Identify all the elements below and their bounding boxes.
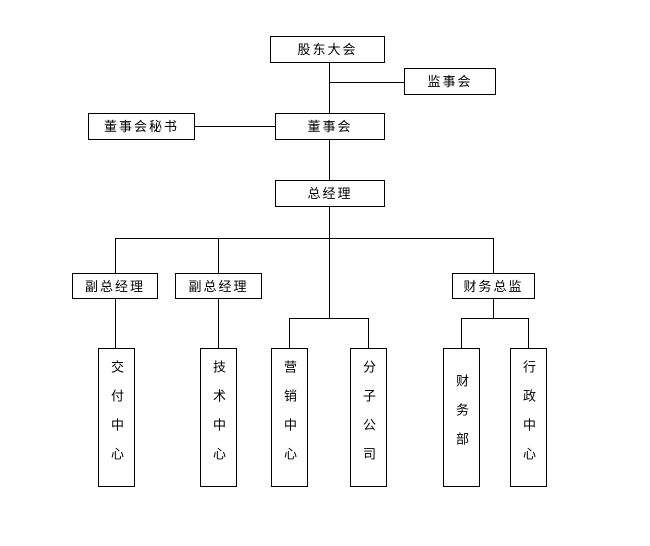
node-marketing-center-label: 营销中心 — [282, 359, 297, 476]
connector-drop-subsidiary — [368, 318, 369, 348]
connector-drop-marketing — [289, 318, 290, 348]
connector-finance-sub-bus — [461, 318, 528, 319]
node-finance-department-label: 财务部 — [454, 374, 469, 461]
connector-drop-finance-director — [493, 238, 494, 273]
node-board-secretary-label: 董事会秘书 — [103, 119, 179, 134]
connector-drop-admin-center — [528, 318, 529, 348]
connector-center-drop — [329, 238, 330, 318]
node-supervisory-board-label: 监事会 — [427, 74, 473, 89]
connector-board-to-gm — [329, 140, 330, 180]
connector-center-sub-bus — [289, 318, 368, 319]
node-general-manager-label: 总经理 — [307, 186, 353, 201]
node-technology-center-label: 技术中心 — [211, 359, 226, 476]
node-subsidiary-company: 分子公司 — [350, 348, 387, 487]
connector-shareholders-to-board — [329, 63, 330, 113]
connector-secretary-to-board — [195, 126, 275, 127]
node-shareholders-meeting: 股东大会 — [270, 36, 385, 63]
connector-drop-deputy1 — [115, 238, 116, 273]
connector-deputy1-to-delivery — [115, 299, 116, 348]
connector-drop-finance-dept — [461, 318, 462, 348]
connector-deputy2-to-technology — [218, 299, 219, 348]
node-deputy-gm-2-label: 副总经理 — [188, 278, 249, 294]
node-supervisory-board: 监事会 — [404, 68, 496, 95]
node-technology-center: 技术中心 — [200, 348, 237, 487]
connector-drop-deputy2 — [218, 238, 219, 273]
connector-gm-to-bus — [329, 207, 330, 238]
connector-to-supervisory-board — [329, 82, 404, 83]
node-delivery-center-label: 交付中心 — [109, 359, 124, 476]
connector-finance-director-down — [493, 299, 494, 318]
node-finance-director-label: 财务总监 — [463, 278, 524, 294]
node-finance-department: 财务部 — [443, 348, 480, 487]
node-deputy-gm-2: 副总经理 — [175, 273, 262, 299]
node-general-manager: 总经理 — [275, 180, 385, 207]
node-delivery-center: 交付中心 — [98, 348, 135, 487]
node-subsidiary-company-label: 分子公司 — [361, 359, 376, 476]
node-deputy-gm-1: 副总经理 — [72, 273, 158, 299]
node-board-secretary: 董事会秘书 — [88, 113, 195, 140]
node-finance-director: 财务总监 — [452, 273, 535, 299]
node-board-of-directors: 董事会 — [275, 113, 385, 140]
connector-main-bus — [115, 238, 493, 239]
node-deputy-gm-1-label: 副总经理 — [84, 278, 145, 294]
node-administration-center: 行政中心 — [510, 348, 547, 487]
node-board-of-directors-label: 董事会 — [307, 119, 353, 134]
node-marketing-center: 营销中心 — [271, 348, 308, 487]
node-shareholders-meeting-label: 股东大会 — [297, 42, 358, 57]
node-administration-center-label: 行政中心 — [521, 359, 536, 476]
